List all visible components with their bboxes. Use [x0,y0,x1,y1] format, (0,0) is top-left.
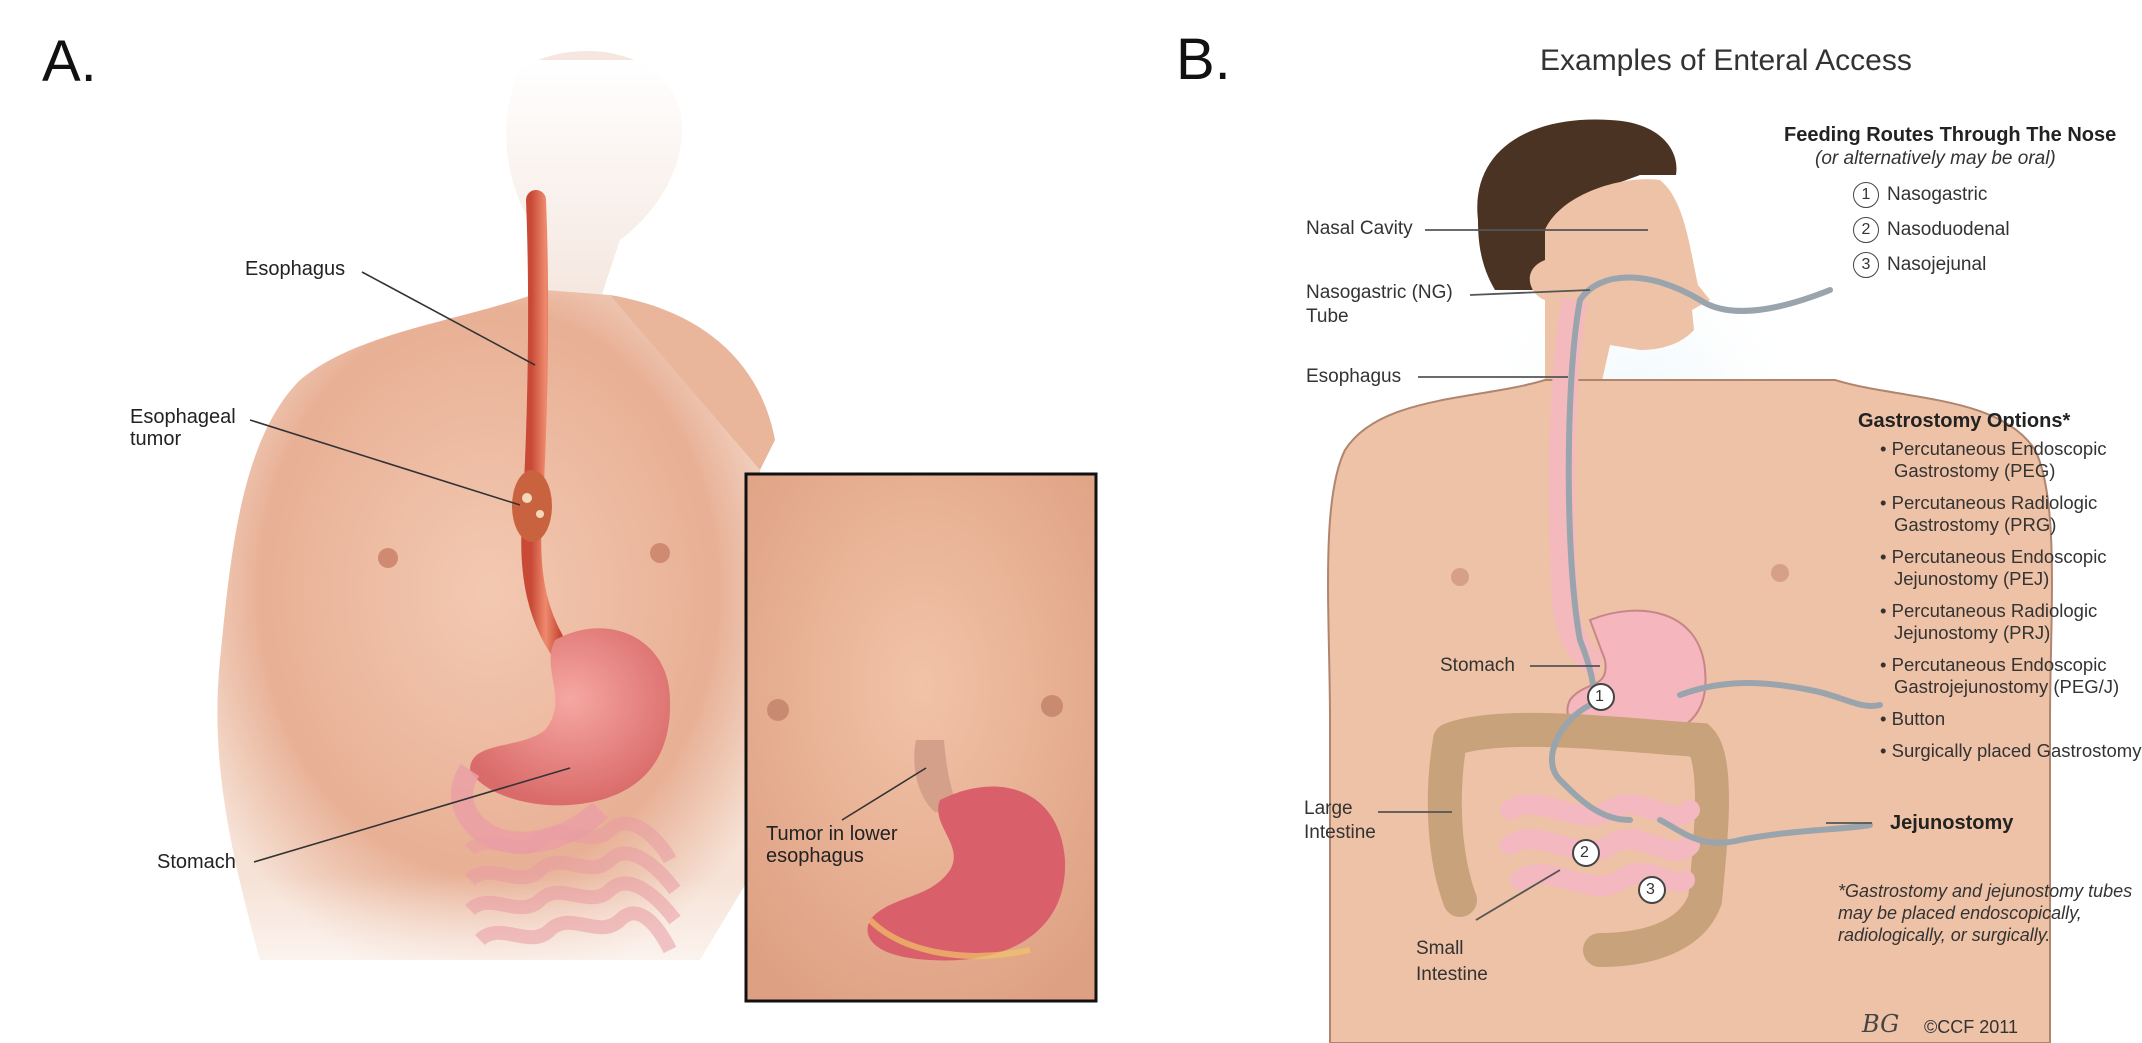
gastrostomy-option: • Surgically placed Gastrostomy [1880,740,2142,762]
gastrostomy-heading: Gastrostomy Options* [1858,410,2070,432]
inset-panel [746,474,1096,1001]
gastrostomy-option: • Percutaneous Endoscopic Gastrostomy (P… [1880,438,2142,482]
gastrostomy-option: • Percutaneous Endoscopic Gastrojejunost… [1880,654,2142,698]
marker-3: 3 [1646,879,1655,901]
panel-a-figure [120,51,800,1020]
marker-1: 1 [1595,686,1604,708]
route-label: Nasoduodenal [1887,219,2010,241]
route-number: 1 [1853,182,1879,208]
label-small-intestine-line2: Intestine [1416,964,1488,986]
route-label: Nasogastric [1887,184,1987,206]
label-small-intestine-line1: Small [1416,938,1464,960]
label-stomach-a: Stomach [157,851,236,873]
label-esophageal-tumor-line1: Esophageal [130,406,236,428]
label-nasal-cavity: Nasal Cavity [1306,218,1413,240]
route-label: Nasojejunal [1887,254,1986,276]
gastrostomy-option: • Percutaneous Radiologic Jejunostomy (P… [1880,600,2142,644]
feeding-routes-heading: Feeding Routes Through The Nose [1784,124,2116,146]
label-ng-tube-line2: Tube [1306,306,1349,328]
label-inset-tumor-line1: Tumor in lower [766,823,898,845]
artist-signature: BG [1862,1010,1899,1038]
label-inset-tumor-line2: esophagus [766,845,864,867]
label-large-intestine-line2: Intestine [1304,822,1376,844]
label-large-intestine-line1: Large [1304,798,1353,820]
panel-b-title: Examples of Enteral Access [1540,44,1912,78]
gastrostomy-option: • Percutaneous Endoscopic Jejunostomy (P… [1880,546,2142,590]
label-esophagus-a: Esophagus [245,258,345,280]
label-esophageal-tumor-line2: tumor [130,428,181,450]
esophageal-tumor [512,470,552,542]
feeding-routes-subheading: (or alternatively may be oral) [1815,148,2056,170]
gastrostomy-option: • Percutaneous Radiologic Gastrostomy (P… [1880,492,2142,536]
copyright-text: ©CCF 2011 [1924,1017,2018,1038]
route-number: 2 [1853,217,1879,243]
label-esophagus-b: Esophagus [1306,366,1401,388]
route-number: 3 [1853,252,1879,278]
label-ng-tube-line1: Nasogastric (NG) [1306,282,1453,304]
footnote: *Gastrostomy and jejunostomy tubes may b… [1838,880,2138,946]
feeding-route-item: 3 Nasojejunal [1853,252,1986,278]
feeding-route-item: 2 Nasoduodenal [1853,217,2010,243]
feeding-route-item: 1 Nasogastric [1853,182,1987,208]
marker-2: 2 [1580,842,1589,864]
label-stomach-b: Stomach [1440,655,1515,677]
gastrostomy-option: • Button [1880,708,2142,730]
jejunostomy-heading: Jejunostomy [1890,812,2013,834]
gastrostomy-options-list: • Percutaneous Endoscopic Gastrostomy (P… [1880,438,2142,772]
